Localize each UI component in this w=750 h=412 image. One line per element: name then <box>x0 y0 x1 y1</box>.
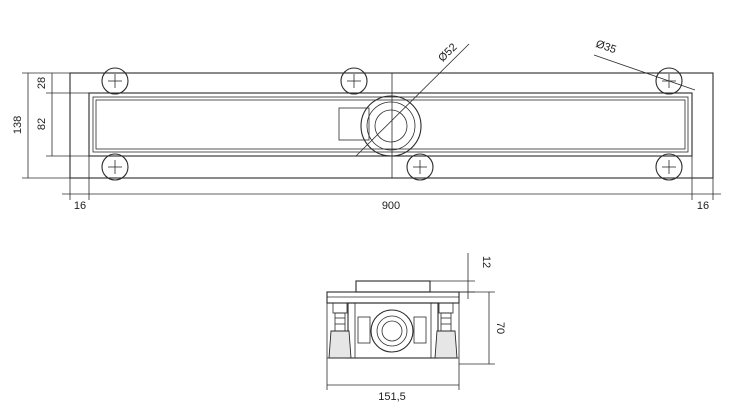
flange-height-dimension: 12 <box>430 253 492 299</box>
left-adjustable-foot <box>327 302 353 359</box>
width-dimension: 151,5 <box>326 303 460 403</box>
outlet-diameter-leader: Ø52 <box>355 41 470 157</box>
channel-body <box>347 302 439 359</box>
drain-channel-inset <box>95 99 686 150</box>
offset-top-label: 28 <box>36 77 48 89</box>
width-label: 151,5 <box>378 391 406 403</box>
screw-hole <box>340 67 368 95</box>
side-view: 12 70 151,5 <box>326 253 506 403</box>
outlet-symbol <box>338 95 422 157</box>
mount-hole-diameter-leader: Ø35 <box>593 38 696 91</box>
drain-channel-outer <box>88 92 693 157</box>
side-outlet-outer <box>370 309 414 353</box>
top-view: Ø52 Ø35 138 28 82 16 <box>12 38 721 212</box>
outlet-ring-outer <box>360 95 422 157</box>
side-outlet-inner <box>381 320 403 342</box>
total-height-label: 70 <box>494 322 506 334</box>
screw-hole <box>101 67 129 95</box>
right-adjustable-foot <box>433 302 459 359</box>
length-label: 900 <box>382 200 400 212</box>
side-outlet-mid <box>376 315 408 347</box>
outlet-flange <box>338 107 370 141</box>
mounting-plate-outline <box>69 72 714 179</box>
screw-hole <box>101 153 129 181</box>
flange-height-label: 12 <box>480 256 492 268</box>
total-height-dimension: 70 <box>459 291 506 365</box>
right-margin-label: 16 <box>697 200 709 212</box>
grate-block <box>355 280 431 293</box>
outlet-ring-mid <box>366 101 416 151</box>
flange-bar <box>326 291 460 304</box>
screw-hole <box>406 153 434 181</box>
bottom-dimension-lines: 16 900 16 <box>62 156 721 212</box>
screw-hole <box>655 153 683 181</box>
channel-height-label: 82 <box>36 118 48 130</box>
overall-height-label: 138 <box>12 116 24 134</box>
left-dimension-lines: 138 28 82 <box>12 72 89 179</box>
outlet-ring-inner <box>374 109 408 143</box>
left-margin-label: 16 <box>74 200 86 212</box>
mount-hole-diameter-label: Ø35 <box>594 38 618 56</box>
screw-holes <box>101 67 683 181</box>
outlet-diameter-label: Ø52 <box>436 41 459 64</box>
drain-channel-inner <box>92 96 689 153</box>
